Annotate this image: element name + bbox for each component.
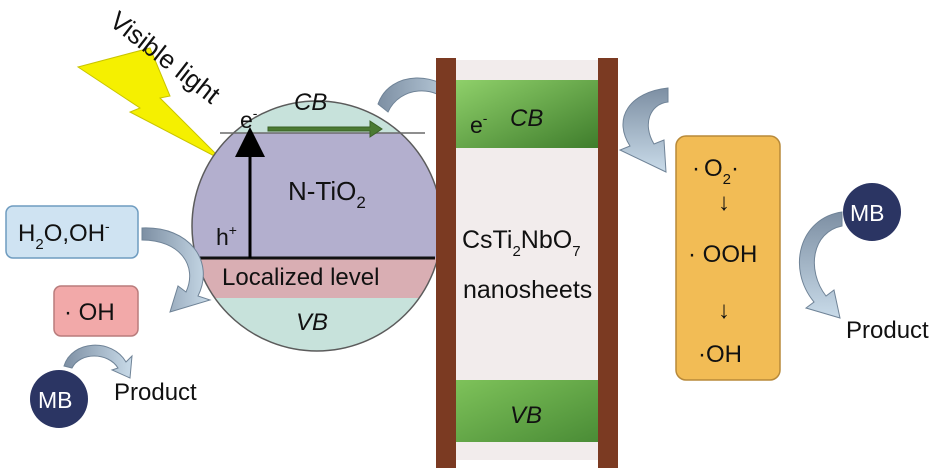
nanosheet-cb-band: [456, 80, 598, 148]
superoxide-label: ·O2·: [692, 155, 739, 188]
right-mb-label: MB: [850, 200, 885, 226]
right-mb-circle: [843, 183, 901, 241]
nanosheet-vb-label: VB: [510, 402, 542, 429]
hydroperoxyl-label: · OOH: [688, 241, 757, 268]
water-box: [5, 205, 139, 259]
left-wall: [436, 58, 456, 468]
ntio2-hole-label: h+: [216, 222, 237, 250]
water-label: H2O,OH-: [18, 218, 110, 253]
ntio2-name-label: N-TiO2: [288, 176, 366, 212]
lightning-bolt-icon: [76, 47, 223, 161]
right-product-label: Product: [846, 317, 929, 344]
nanosheet-name-label: nanosheets: [463, 276, 592, 304]
left-mb-to-product-arrow: [63, 344, 133, 379]
nanosheet-cb-label: CB: [510, 105, 543, 132]
hydroxyl-radical-label: · OH: [64, 299, 115, 326]
radical-chain-box: [675, 135, 781, 381]
nanosheet-structure: [436, 58, 618, 468]
ntio2-cb-label: CB: [294, 89, 327, 116]
water-to-radical-arrow: [141, 227, 212, 313]
hydroxyl-radical-box: [53, 285, 139, 337]
nanosheet-formula-label: CsTi2NbO7: [462, 226, 581, 260]
electron-transfer-arrow: [267, 120, 383, 138]
left-product-label: Product: [114, 379, 197, 406]
hydroxyl-label: ·OH: [698, 341, 742, 368]
chain-arrow-2: ↓: [718, 297, 730, 324]
left-mb-label: MB: [38, 387, 73, 413]
chain-arrow-1: ↓: [718, 189, 730, 216]
ntio2-electron-label: e-: [240, 105, 258, 133]
right-wall: [598, 58, 618, 468]
localized-level-label: Localized level: [222, 264, 379, 291]
left-mb-circle: [30, 370, 88, 428]
nanosheet-to-superoxide-arrow: [618, 87, 669, 173]
right-mb-to-product-arrow: [798, 211, 843, 319]
nanosheet-electron-label: e-: [470, 110, 488, 138]
nanosheet-vb-band: [456, 380, 598, 442]
ntio2-vb-label: VB: [296, 309, 328, 336]
